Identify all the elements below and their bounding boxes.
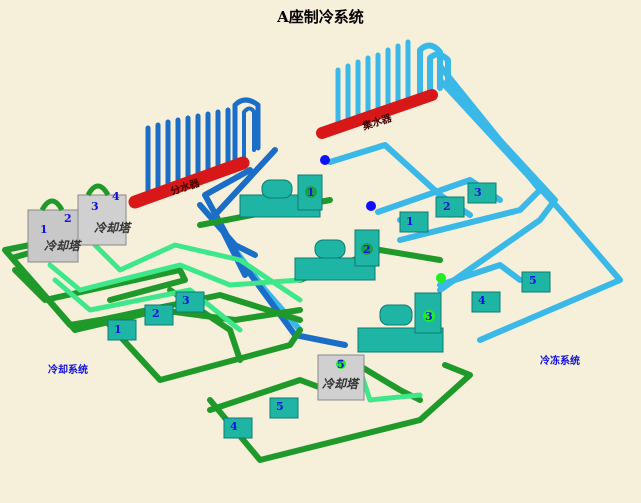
chilled-pump-1[interactable]: 1 — [399, 211, 429, 233]
chilled-pump-2[interactable]: 2 — [435, 196, 465, 218]
chiller-2-number: 2 — [363, 243, 371, 256]
chilled-pump-1-number: 1 — [406, 215, 414, 228]
chiller-2[interactable]: 2 — [294, 229, 380, 281]
cooling-pump-5-number: 5 — [276, 400, 284, 413]
chiller-1-number: 1 — [307, 186, 315, 199]
valve-1[interactable] — [320, 155, 330, 165]
tower-4-number: 4 — [112, 190, 120, 203]
tower-3-number: 3 — [91, 200, 99, 213]
cooling-pump-4-number: 4 — [230, 420, 238, 433]
chiller-3[interactable]: 3 — [357, 292, 444, 353]
right-risers — [335, 39, 411, 133]
cooling-tower-group-a[interactable]: 1 2 3 4 冷却塔 冷却塔 — [27, 183, 132, 263]
supply-header — [128, 156, 250, 209]
valve-2[interactable] — [366, 201, 376, 211]
left-risers — [145, 107, 231, 198]
return-header — [316, 89, 438, 139]
chiller-3-number: 3 — [425, 310, 433, 323]
cooling-pump-3[interactable]: 3 — [175, 291, 205, 313]
page-title: A座制冷系统 — [277, 8, 364, 26]
cooling-pump-2[interactable]: 2 — [144, 304, 174, 326]
cooling-pump-5[interactable]: 5 — [269, 397, 299, 419]
tower-5-number: 5 — [337, 358, 345, 371]
chiller-1[interactable]: 1 — [239, 174, 323, 218]
tower-label-5: 冷却塔 — [322, 377, 360, 391]
chilled-pump-4-number: 4 — [478, 294, 486, 307]
cooling-pump-1[interactable]: 1 — [107, 319, 137, 341]
cooling-pump-4[interactable]: 4 — [223, 417, 253, 439]
chilled-pump-5-number: 5 — [529, 274, 537, 287]
tower-1-number: 1 — [40, 223, 48, 236]
chilled-pump-4[interactable]: 4 — [471, 291, 501, 313]
cooling-pump-2-number: 2 — [152, 307, 160, 320]
tower-2-number: 2 — [64, 212, 72, 225]
chilled-pump-5[interactable]: 5 — [521, 271, 551, 293]
loop-pipe — [232, 97, 261, 168]
cooling-pump-3-number: 3 — [182, 294, 190, 307]
tower-label-2: 冷却塔 — [94, 221, 132, 235]
chilled-system-label: 冷冻系统 — [540, 354, 580, 367]
cooling-system-label: 冷却系统 — [48, 363, 88, 376]
cooling-tower-5[interactable]: 5 冷却塔 — [317, 354, 365, 401]
chilled-pump-3-number: 3 — [474, 186, 482, 199]
cooling-pump-1-number: 1 — [114, 323, 122, 336]
chilled-pump-3[interactable]: 3 — [467, 182, 497, 204]
chilled-pump-2-number: 2 — [443, 200, 451, 213]
valve-3[interactable] — [436, 273, 446, 283]
tower-label-1: 冷却塔 — [44, 239, 82, 253]
